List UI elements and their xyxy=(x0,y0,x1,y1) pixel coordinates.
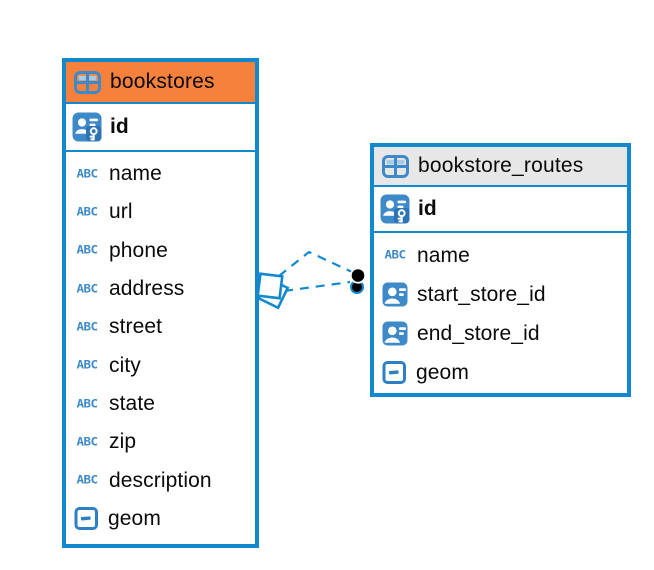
table-header-bookstore-routes[interactable]: bookstore_routes xyxy=(374,147,627,187)
column-row[interactable]: zip xyxy=(66,423,255,461)
table-title: bookstore_routes xyxy=(418,154,584,177)
column-name: start_store_id xyxy=(417,282,546,306)
text-abc-icon xyxy=(74,244,100,257)
primary-key-row[interactable]: id xyxy=(66,104,255,152)
column-name: zip xyxy=(109,430,137,454)
table-header-bookstores[interactable]: bookstores xyxy=(66,62,255,104)
column-name: geom xyxy=(416,360,469,384)
column-row[interactable]: name xyxy=(66,155,255,193)
text-abc-icon xyxy=(74,474,100,487)
column-name: geom xyxy=(108,506,161,530)
relationship-endpoint-dot-lower[interactable] xyxy=(350,280,364,294)
column-name: state xyxy=(109,391,156,415)
column-name: description xyxy=(109,468,212,492)
primary-key-icon xyxy=(380,194,410,224)
column-row[interactable]: geom xyxy=(374,353,627,392)
column-row[interactable]: geom xyxy=(66,500,255,538)
column-name: city xyxy=(109,353,141,377)
column-row[interactable]: address xyxy=(66,270,255,308)
table-bookstores[interactable]: bookstores id xyxy=(62,58,259,548)
table-title: bookstores xyxy=(110,70,215,93)
column-row[interactable]: start_store_id xyxy=(374,275,627,314)
text-abc-icon xyxy=(74,321,100,334)
column-list: name url phone xyxy=(66,152,255,538)
text-abc-icon xyxy=(74,206,100,219)
primary-key-row[interactable]: id xyxy=(374,187,627,233)
primary-key-name: id xyxy=(418,197,437,220)
foreign-key-column-icon xyxy=(382,321,408,346)
text-abc-icon xyxy=(74,398,100,411)
column-name: end_store_id xyxy=(417,321,540,345)
table-icon xyxy=(382,154,409,178)
column-name: address xyxy=(109,277,185,301)
column-list: name start_store_id xyxy=(374,233,627,392)
column-row[interactable]: street xyxy=(66,308,255,346)
text-abc-icon xyxy=(74,168,100,181)
column-name: street xyxy=(109,315,163,339)
text-abc-icon xyxy=(74,283,100,296)
column-row[interactable]: state xyxy=(66,385,255,423)
geometry-icon xyxy=(382,360,407,385)
column-name: name xyxy=(109,162,162,186)
column-row[interactable]: url xyxy=(66,193,255,231)
relationship-line-start-store-id[interactable] xyxy=(278,250,353,277)
column-row[interactable]: city xyxy=(66,346,255,384)
column-row[interactable]: end_store_id xyxy=(374,314,627,353)
relationship-endpoint-dot-upper[interactable] xyxy=(349,267,367,284)
column-name: url xyxy=(109,200,133,224)
primary-key-name: id xyxy=(110,115,129,138)
table-icon xyxy=(74,70,101,94)
text-abc-icon xyxy=(382,249,408,262)
column-row[interactable]: phone xyxy=(66,232,255,270)
relationship-source-squares-icon[interactable] xyxy=(256,272,290,310)
relationship-line-end-store-id[interactable] xyxy=(283,280,351,293)
foreign-key-column-icon xyxy=(382,282,408,307)
geometry-icon xyxy=(74,506,99,531)
column-row[interactable]: name xyxy=(374,236,627,275)
primary-key-icon xyxy=(72,112,102,142)
text-abc-icon xyxy=(74,359,100,372)
column-name: name xyxy=(417,243,470,267)
table-bookstore-routes[interactable]: bookstore_routes id xyxy=(370,143,631,397)
text-abc-icon xyxy=(74,436,100,449)
column-row[interactable]: description xyxy=(66,461,255,499)
column-name: phone xyxy=(109,238,168,262)
